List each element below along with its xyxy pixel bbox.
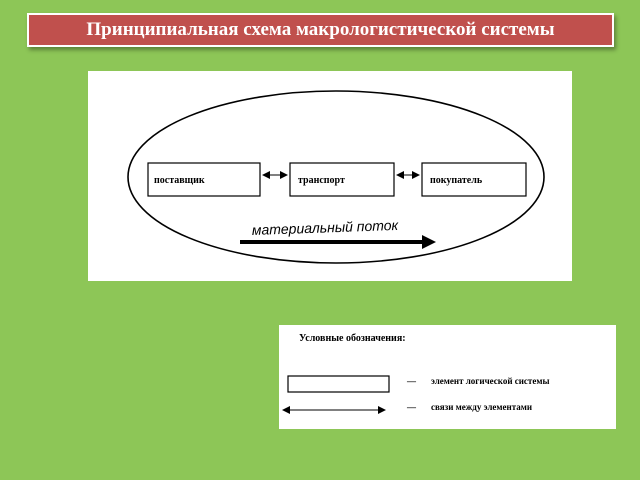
material-flow-arrow-head (422, 235, 436, 249)
node-customer (421, 162, 527, 197)
legend: Условные обозначения: — элемент логическ… (282, 333, 550, 414)
slide-title: Принципиальная схема макрологистической … (86, 19, 555, 40)
node-customer-label: покупатель (430, 175, 483, 186)
legend-title: Условные обозначения: (299, 333, 406, 344)
diagram-panel: поставщик транспорт покупатель материаль… (88, 71, 572, 281)
system-boundary-ellipse (127, 90, 545, 264)
legend-item-1-text: элемент логической системы (431, 376, 550, 386)
node-supplier-label: поставщик (154, 175, 205, 186)
legend-panel: Условные обозначения: — элемент логическ… (279, 325, 616, 429)
legend-rectangle-symbol (287, 375, 390, 393)
title-banner: Принципиальная схема макрологистической … (27, 13, 614, 47)
node-supplier (147, 162, 261, 197)
node-transport-label: транспорт (298, 175, 345, 186)
node-transport (289, 162, 395, 197)
legend-item-2-text: связи между элементами (431, 402, 532, 412)
macrologistics-diagram: поставщик транспорт покупатель материаль… (127, 90, 545, 264)
legend-item-1-dash: — (406, 376, 417, 386)
legend-item-2-dash: — (406, 402, 417, 412)
material-flow-label: материальный поток (252, 217, 400, 238)
